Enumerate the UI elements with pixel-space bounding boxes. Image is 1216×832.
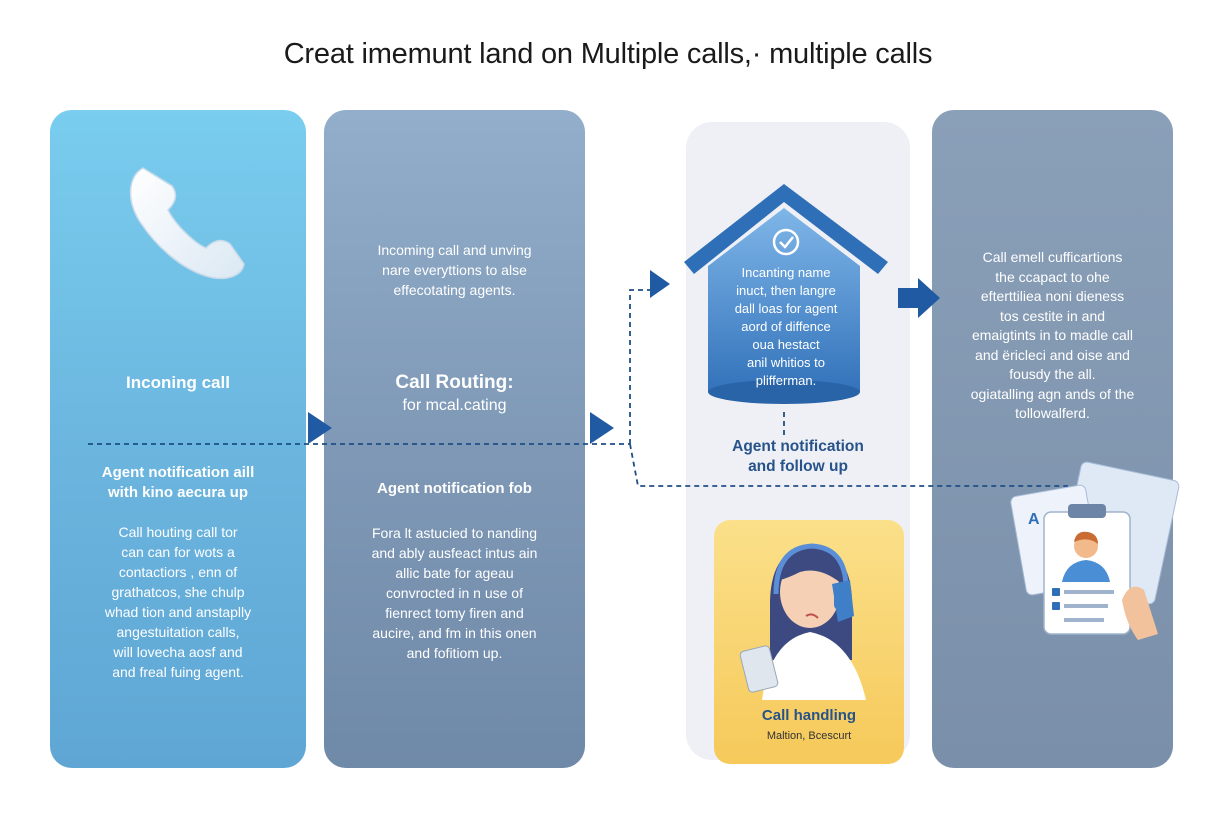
panel1-body-line: contactiors , enn of [118, 564, 238, 580]
panel4-body-line: fousdy the all. [1009, 366, 1096, 382]
call-handling-title: Call handling [761, 707, 857, 724]
house-text-line: anil whitios to [746, 355, 826, 370]
panel1-body-line: grathatcos, she chulp [111, 584, 245, 600]
panel1-body-line: Call houting call tor [118, 524, 238, 540]
flow-arrows [308, 270, 940, 444]
panel2-intro: Incoming call and unving nare everyttion… [324, 240, 585, 300]
panel4-body-line: Call emell cufficartions [982, 249, 1123, 265]
panel1-body-line: angestuitation calls, [116, 624, 240, 640]
house-text: Incanting name inuct, then langre dall l… [712, 264, 860, 390]
panel1-sub-heading: Agent notification aill with kino aecura… [50, 463, 306, 503]
check-circle-icon [772, 228, 800, 256]
panel4-body-line: emaigtints in to madle call [971, 327, 1134, 343]
panel2-intro-line: effecotating agents. [393, 282, 516, 298]
house-text-line: Incanting name [741, 265, 831, 280]
house-text-line: dall loas for agent [734, 301, 838, 316]
agent-headset-icon [739, 543, 866, 700]
house-text-line: inuct, then langre [736, 283, 836, 298]
panel4-body-line: and ëricleci and oise and [975, 346, 1130, 363]
panel2-body-line: allic bate for ageau [395, 565, 514, 581]
call-routing-heading: Call Routing: [395, 372, 514, 393]
call-followup-panel [932, 110, 1173, 768]
panel4-body: Call emell cufficartions the ccapact to … [932, 248, 1173, 424]
house-text-line: plifferman. [755, 373, 817, 388]
flow-connectors [88, 289, 1068, 487]
panel2-body-line: Fora lt astucied to nanding [372, 525, 537, 541]
call-handling-subtitle: Maltion, Bcescurt [766, 730, 852, 742]
house-text-line: aord of diffence [741, 319, 831, 334]
house-text-line: oua hestact [752, 337, 820, 352]
page-title: Creat imemunt land on Multiple calls,· m… [283, 38, 933, 70]
panel1-body-line: and freal fuing agent. [112, 664, 244, 680]
svg-text:A: A [1028, 511, 1040, 528]
phone-icon [129, 167, 245, 280]
house-shape [684, 184, 888, 404]
panel2-sub-heading: Agent notification fob [377, 480, 532, 497]
incoming-call-heading: Inconing call [126, 373, 230, 392]
panel1-body-line: can can for wots a [121, 544, 235, 560]
panel4-body-line: ogiatalling agn ands of the [970, 385, 1135, 402]
panel2-body-line: and ably ausfeact intus ain [371, 545, 538, 561]
incoming-call-panel [50, 110, 306, 768]
panel1-body: Call houting call tor can can for wots a… [50, 522, 306, 682]
panel1-sub-heading-line: with kino aecura up [107, 484, 249, 501]
panel4-body-line: efterttiliea noni dieness [980, 288, 1125, 304]
agent-notification-heading-line: Agent notification [732, 438, 864, 455]
panel2-intro-line: Incoming call and unving [377, 242, 532, 258]
panel2-body-line: convrocted in n use of [386, 585, 523, 601]
panel2-body-line: fienrect tomy firen and [385, 605, 524, 621]
panel1-body-line: whad tion and anstaplly [104, 604, 252, 620]
panel2-intro-line: nare everyttions to alse [382, 262, 527, 278]
panel1-sub-heading-line: Agent notification aill [101, 464, 255, 481]
panel4-body-line: tos cestite in and [999, 307, 1106, 324]
panel1-body-line: will lovecha aosf and [113, 644, 243, 660]
panel4-body-line: the ccapact to ohe [995, 268, 1110, 285]
panel4-body-line: tollowalferd. [1015, 405, 1090, 421]
panel2-body-line: and fofitiom up. [406, 645, 503, 661]
panel2-body-line: aucire, and fm in this onen [372, 625, 537, 641]
call-routing-panel [324, 110, 585, 768]
panel2-body: Fora lt astucied to nanding and ably aus… [324, 523, 585, 663]
profile-clipboard-icon: A [1010, 461, 1180, 640]
call-routing-subtitle: for mcal.cating [402, 397, 507, 414]
agent-notification-heading-line: and follow up [748, 458, 848, 475]
agent-notification-heading: Agent notification and follow up [686, 437, 910, 477]
